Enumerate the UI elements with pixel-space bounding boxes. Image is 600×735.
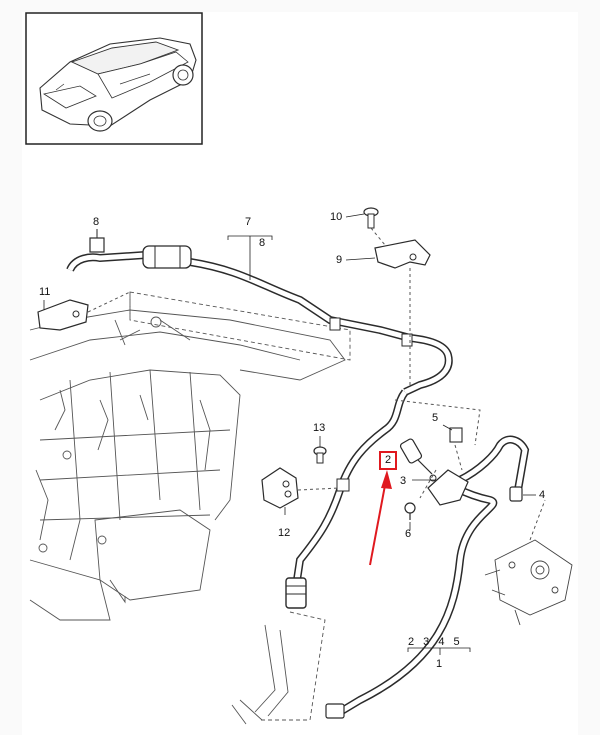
- callout-group-1: 2 3 4 5: [408, 636, 463, 648]
- valve-assembly: [394, 399, 481, 520]
- callout-8: 8: [93, 216, 100, 228]
- callout-12: 12: [278, 527, 291, 539]
- coolant-hose-main: [285, 389, 409, 609]
- leader-lines: [43, 213, 536, 655]
- callout-10: 10: [330, 211, 343, 223]
- bracket-11: [37, 291, 131, 331]
- callout-9: 9: [336, 254, 343, 266]
- highlight-arrow: [369, 470, 392, 566]
- vehicle-thumbnail: [25, 12, 203, 145]
- callout-1: 1: [436, 658, 443, 670]
- callout-7: 7: [245, 216, 252, 228]
- callout-11: 11: [39, 286, 51, 298]
- callout-4: 4: [539, 489, 546, 501]
- bracket-12: [261, 467, 341, 509]
- coolant-hose-7: [66, 245, 453, 396]
- callout-6: 6: [405, 528, 412, 540]
- pump-assembly: [484, 499, 573, 626]
- callout-3: 3: [400, 475, 407, 487]
- bolt-10: [363, 207, 386, 246]
- callout-2-highlight: 2: [379, 451, 397, 470]
- bolt-13: [313, 446, 327, 464]
- callout-8-bracket: 8: [259, 237, 266, 249]
- coolant-hose-1: [325, 435, 530, 719]
- callout-5: 5: [432, 412, 439, 424]
- callout-13: 13: [313, 422, 326, 434]
- lower-pipe-outline: [231, 611, 326, 725]
- clip-4: [509, 486, 523, 502]
- bracket-9: [374, 239, 431, 385]
